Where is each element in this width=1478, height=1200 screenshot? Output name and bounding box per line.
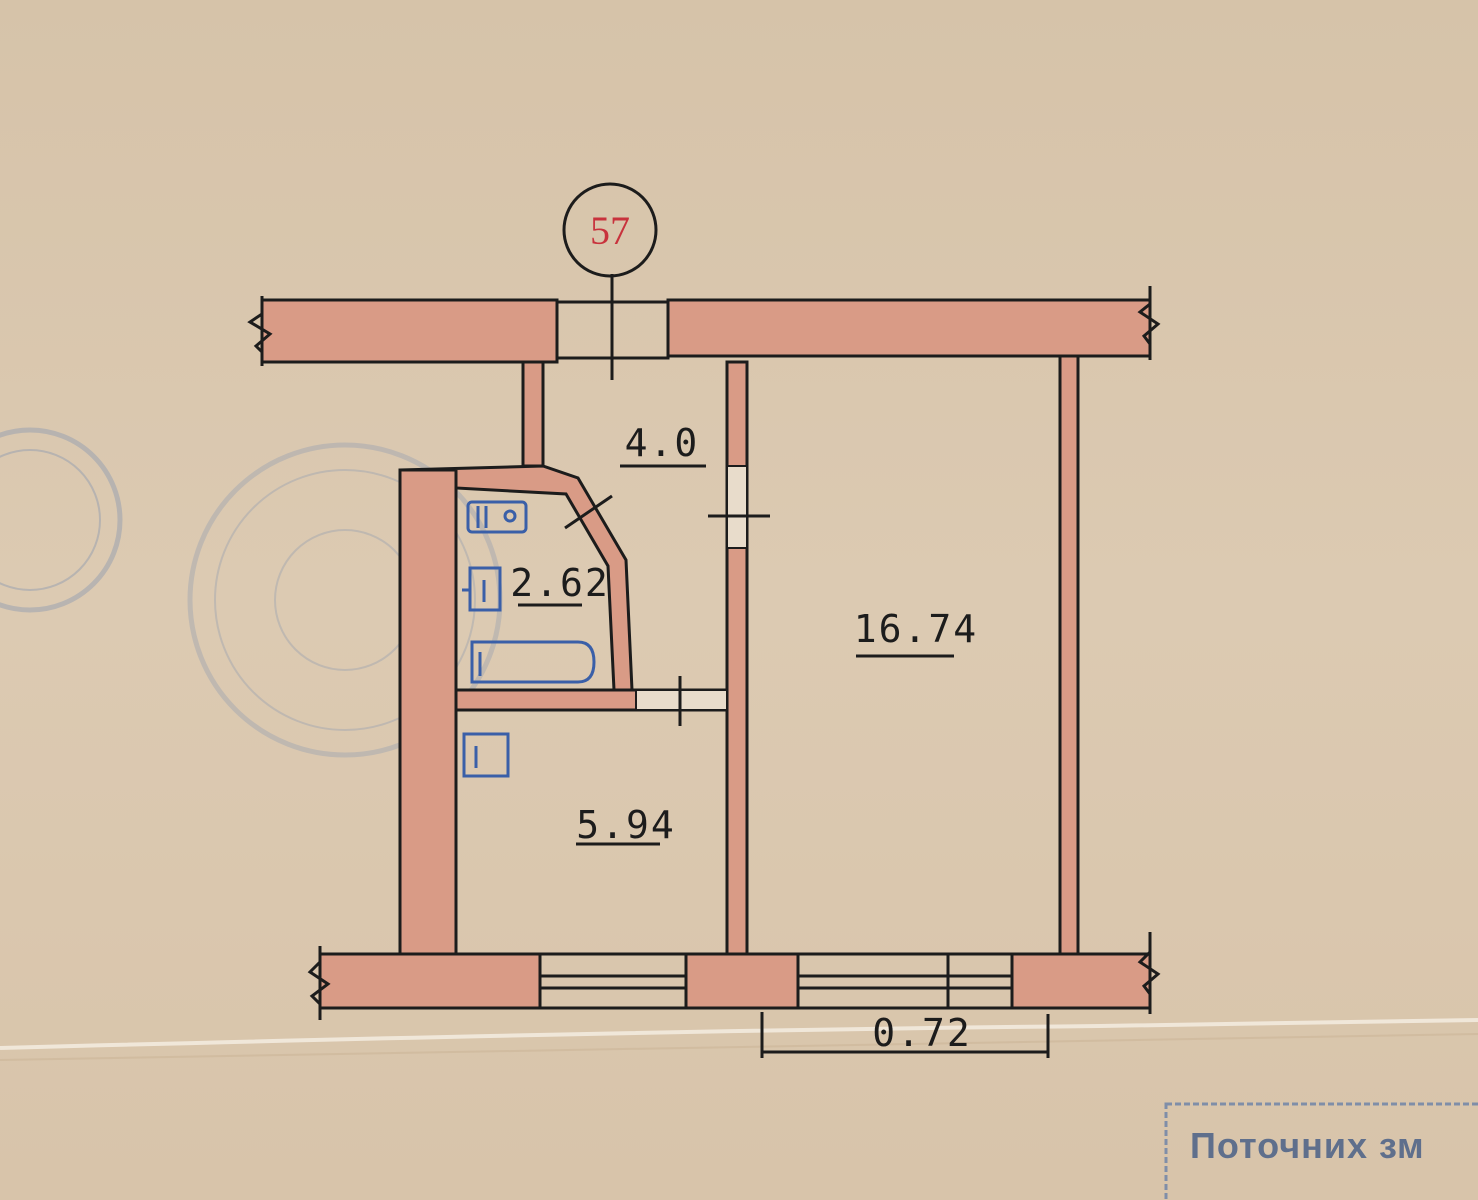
room-area-kitchen: 5.94 bbox=[576, 803, 676, 847]
apartment-number-marker: 57 bbox=[562, 182, 658, 380]
room-corridor: 4.0 bbox=[620, 421, 706, 468]
kitchen-sink-icon bbox=[462, 732, 510, 778]
window-living-room bbox=[796, 952, 1014, 1010]
corridor-left-wall bbox=[521, 360, 545, 468]
faded-seal-left bbox=[0, 427, 123, 613]
dimension-line: 0.72 bbox=[760, 1011, 1050, 1058]
room-bathroom: 2.62 bbox=[510, 561, 610, 607]
bathtub-icon bbox=[470, 640, 596, 684]
corridor-living-wall bbox=[725, 360, 749, 956]
break-mark-bottom-right bbox=[1137, 932, 1161, 1014]
room-area-living: 16.74 bbox=[854, 607, 978, 651]
break-mark-top-right bbox=[1137, 286, 1161, 360]
break-mark-top-left bbox=[247, 296, 273, 366]
left-exterior-wall bbox=[398, 468, 458, 956]
changes-stamp: Поточних зм bbox=[1164, 1102, 1478, 1200]
top-wall-left bbox=[260, 298, 559, 364]
break-mark-bottom-left bbox=[307, 946, 331, 1020]
right-partition-wall bbox=[1058, 354, 1080, 956]
stamp-text: Поточних зм bbox=[1190, 1125, 1425, 1166]
sink-icon bbox=[466, 500, 528, 534]
bottom-wall bbox=[318, 952, 1152, 1010]
room-area-bathroom: 2.62 bbox=[510, 561, 610, 605]
toilet-icon bbox=[462, 566, 502, 612]
room-area-corridor: 4.0 bbox=[625, 421, 700, 465]
top-wall-right bbox=[666, 298, 1152, 358]
dimension-value: 0.72 bbox=[872, 1011, 972, 1055]
door-living-room bbox=[708, 465, 770, 549]
door-kitchen bbox=[635, 676, 728, 726]
room-living: 16.74 bbox=[854, 607, 978, 658]
room-kitchen: 5.94 bbox=[576, 803, 676, 847]
window-kitchen bbox=[538, 952, 688, 1010]
apartment-number: 57 bbox=[590, 208, 630, 253]
paper-fold-line bbox=[0, 1018, 1478, 1050]
door-bathroom bbox=[564, 494, 613, 530]
